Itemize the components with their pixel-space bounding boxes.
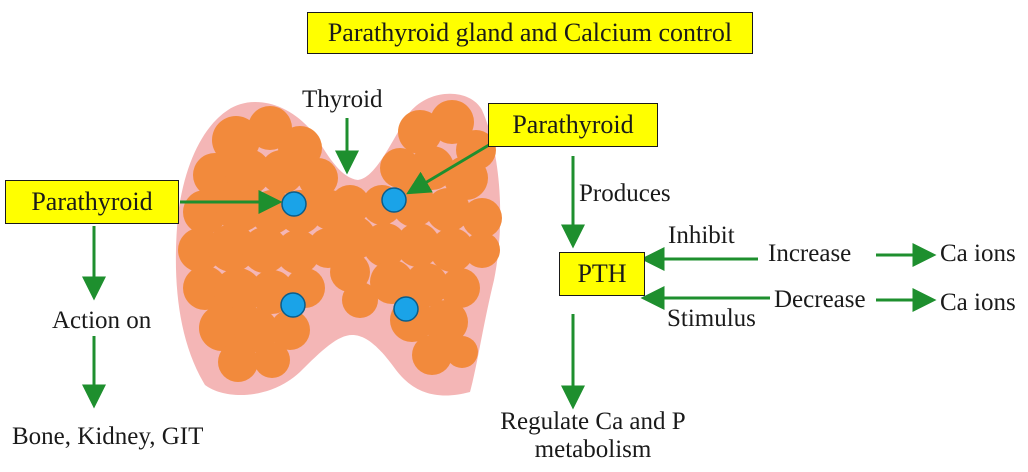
- increase-label: Increase: [768, 240, 852, 267]
- thyroid-lobules: [178, 100, 502, 382]
- arrow-right-parathyroid-to-dot: [406, 140, 495, 195]
- produces-label: Produces: [579, 180, 671, 207]
- parathyroid-box-left: Parathyroid: [5, 180, 179, 224]
- parathyroid-dot-upper-left: [281, 191, 307, 217]
- regulate-line-2: metabolism: [534, 435, 652, 463]
- parathyroid-box-right: Parathyroid: [488, 103, 658, 147]
- parathyroid-label-left: Parathyroid: [31, 187, 153, 216]
- pth-label: PTH: [577, 259, 627, 288]
- title-text: Parathyroid gland and Calcium control: [327, 18, 733, 47]
- inhibit-label: Inhibit: [668, 222, 735, 249]
- parathyroid-dot-lower-left: [280, 292, 306, 318]
- pth-box: PTH: [559, 252, 645, 296]
- regulate-line-1: Regulate Ca and P: [500, 408, 686, 435]
- parathyroid-label-right: Parathyroid: [512, 110, 634, 139]
- regulate-label: Regulate Ca and P metabolism: [478, 408, 708, 463]
- thyroid-gland: [175, 93, 502, 396]
- targets-label: Bone, Kidney, GIT: [12, 423, 204, 450]
- thyroid-label: Thyroid: [302, 86, 383, 113]
- stimulus-label: Stimulus: [667, 305, 756, 332]
- action-on-label: Action on: [52, 307, 152, 334]
- ca-ions-top-label: Ca ions: [940, 240, 1016, 267]
- parathyroid-dot-lower-right: [393, 296, 419, 322]
- ca-ions-bottom-label: Ca ions: [940, 289, 1016, 316]
- title-box: Parathyroid gland and Calcium control: [307, 12, 753, 54]
- parathyroid-dot-upper-right: [381, 187, 407, 213]
- arrows: [82, 118, 937, 410]
- decrease-label: Decrease: [774, 286, 866, 313]
